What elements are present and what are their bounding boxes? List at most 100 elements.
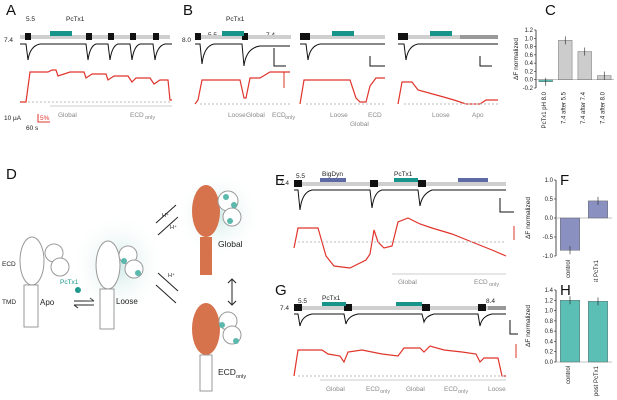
y-tick-label: 0.0 — [545, 216, 554, 222]
panel-label-e: E — [275, 172, 286, 189]
state-loose: Loose — [432, 112, 450, 119]
ecd-label: ECD — [2, 261, 16, 268]
scale-bar — [479, 56, 492, 67]
panel-label-h: H — [560, 282, 571, 299]
y-axis-label: ΔF normalized — [513, 38, 520, 80]
bigdyn-bar-2 — [458, 178, 488, 182]
scale-bar — [369, 56, 385, 67]
ph-left-label: 7.4 — [280, 305, 289, 312]
state-ecd: ECD — [272, 112, 286, 119]
panel-label-c: C — [545, 2, 556, 19]
scale-time: 60 s — [26, 125, 39, 132]
state-ecd: ECD — [368, 112, 382, 119]
pctx-application-bar — [222, 31, 244, 36]
ph-right-label: 8.4 — [486, 298, 495, 305]
ph-top-label: 5.5 — [296, 173, 305, 180]
category-label: post PcTx1 — [594, 365, 600, 396]
ph-bar — [294, 182, 506, 186]
y-tick-label: 1.0 — [545, 309, 554, 315]
ph-pulse — [300, 33, 310, 40]
y-tick-label: 1.2 — [525, 28, 534, 34]
ecdonly-label: ECD — [218, 367, 236, 377]
toxin2-label: PcTx1 — [394, 171, 413, 178]
ph-left-label: 7.4 — [280, 180, 289, 187]
loose-channel — [95, 240, 144, 330]
bar — [587, 301, 608, 363]
scale-current: 10 µA — [4, 115, 22, 122]
state-loose: Loose — [228, 112, 246, 119]
y-tick-label: 1.0 — [525, 36, 534, 42]
state-global-2: Global — [406, 386, 425, 393]
state-loose: Loose — [330, 112, 348, 119]
y-tick-label: 0.0 — [545, 360, 554, 366]
current-trace-1 — [195, 43, 290, 67]
state-global: Global — [58, 112, 77, 119]
ph-pulse — [195, 33, 201, 40]
ecdonly-channel — [192, 303, 242, 392]
y-tick-label: -0.5 — [543, 235, 554, 241]
y-tick-label: 0.2 — [545, 350, 554, 356]
h-label-1: H⁺ — [162, 212, 169, 219]
bar — [558, 40, 573, 80]
current-trace — [294, 189, 506, 211]
category-label: 7.4 after 5.5 — [561, 91, 567, 124]
pctx-bar — [394, 178, 418, 182]
state-ecd-sub: only — [285, 115, 295, 121]
state-ecd-sub: only — [458, 389, 468, 395]
h-label-3: H⁺ — [168, 272, 175, 279]
bar — [560, 217, 581, 251]
pctx-application-bar — [332, 31, 354, 36]
ph-top-label: 5.5 — [26, 16, 35, 23]
y-axis-label: ΔF normalized — [525, 305, 532, 347]
current-trace-2 — [300, 43, 385, 61]
apo-label: Apo — [40, 298, 55, 307]
global-label: Global — [218, 239, 243, 249]
pctx-bar — [322, 302, 346, 306]
fluorescence-trace — [20, 69, 172, 103]
state-ecd-2: ECD — [444, 386, 458, 393]
current-trace-3 — [398, 43, 498, 61]
y-tick-label: 0.2 — [525, 69, 534, 75]
ph-bar — [20, 35, 170, 39]
y-tick-label: 0.6 — [525, 53, 534, 59]
ph-pulses — [25, 33, 159, 40]
state-ecd: ECD — [130, 112, 144, 119]
panel-c-chart: 1.21.00.80.60.40.20.0-0.2ΔF normalizedPc… — [513, 28, 614, 128]
current-trace — [20, 43, 172, 61]
state-apo: Apo — [472, 112, 484, 119]
h-label-2: H⁺ — [170, 224, 177, 231]
pctx-label: PcTx1 — [60, 279, 79, 286]
bar — [577, 51, 592, 80]
y-tick-label: 0.5 — [545, 197, 554, 203]
ph-bar-3 — [398, 35, 498, 39]
fluorescence-trace-1 — [194, 71, 290, 105]
drug-label: PcTx1 — [322, 295, 341, 302]
scale-bar — [509, 320, 518, 335]
bar — [560, 300, 581, 363]
category-label: 7.4 after 8.0 — [600, 91, 606, 124]
panel-label-g: G — [275, 282, 287, 299]
panel-label-b: B — [183, 2, 194, 19]
y-axis-label: ΔF normalized — [525, 197, 532, 239]
y-tick-label: -0.2 — [523, 86, 534, 92]
arrow-to-ecd-icon — [155, 272, 179, 304]
ph-bar-dark — [488, 306, 506, 310]
bigdyn-bar — [320, 178, 346, 182]
pctx-bar-2 — [396, 302, 422, 306]
panel-label-d: D — [6, 166, 17, 183]
fluorescence-trace-3 — [397, 81, 498, 105]
state-ecd: ECD — [474, 279, 488, 286]
current-trace — [294, 313, 506, 327]
category-label: control — [566, 260, 572, 278]
panel-g-traces: 7.4 5.5 PcTx1 8.4 Global ECD only Global… — [280, 295, 518, 395]
panel-d-schematic: ECD TMD Apo PcTx1 Loose H⁺ H⁺ H⁺ Global — [2, 171, 262, 392]
scale-bar — [499, 198, 514, 213]
tmd-label: TMD — [2, 299, 16, 306]
y-tick-label: 0.4 — [525, 61, 534, 67]
panel-label-f: F — [560, 172, 570, 189]
y-tick-label: 1.0 — [545, 178, 554, 184]
y-tick-label: 1.2 — [545, 298, 554, 304]
state-global: Global — [398, 279, 417, 286]
panel-a-traces: 7.4 5.5 PcTx1 Global ECD only 10 µA 5% 6… — [4, 16, 172, 132]
